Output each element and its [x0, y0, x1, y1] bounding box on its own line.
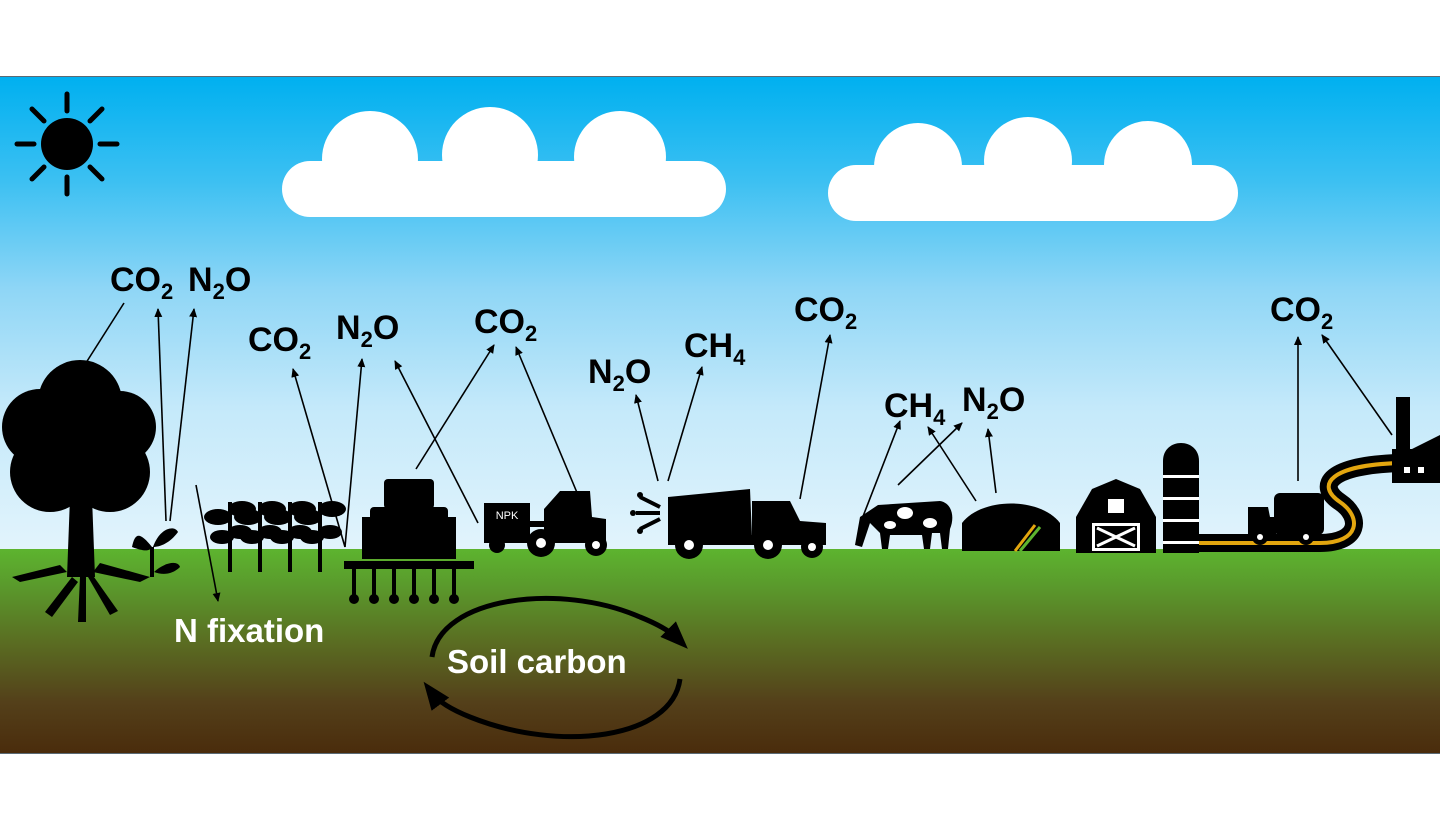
svg-text:CO2: CO2	[1270, 291, 1333, 334]
soil-carbon-cycle-arrows	[423, 595, 688, 740]
n-fixation-label: N fixation	[174, 612, 324, 649]
digester-n2o-label: N2O	[962, 381, 1025, 424]
tree-co2-label: CO2	[110, 261, 173, 304]
biogas-digester-icon	[962, 503, 1060, 552]
factory-icon	[1392, 397, 1440, 483]
manure-spreader-truck-icon	[630, 489, 826, 559]
svg-text:N2O: N2O	[336, 309, 399, 352]
seedling-icon	[132, 528, 180, 577]
svg-text:CO2: CO2	[110, 261, 173, 304]
silo-icon	[1163, 443, 1199, 553]
svg-text:CO2: CO2	[794, 291, 857, 334]
manure-ch4-label: CH4	[684, 327, 746, 370]
crop-co2-label: CO2	[248, 321, 311, 364]
emission-arrows	[76, 302, 1393, 602]
truck-co2-label: CO2	[794, 291, 857, 334]
svg-text:CO2: CO2	[248, 321, 311, 364]
diagram-artwork: NPK	[2, 91, 1440, 740]
barn-icon	[1076, 479, 1156, 553]
seed-drill-tractor-icon	[344, 479, 474, 604]
sun-icon	[14, 91, 120, 197]
svg-text:CH4: CH4	[684, 327, 746, 370]
milk-truck-icon	[1248, 493, 1324, 545]
agriculture-emissions-diagram: NPK	[0, 76, 1440, 754]
cow-icon	[855, 501, 953, 549]
npk-label: NPK	[496, 510, 519, 522]
crop-plants-icon	[204, 501, 346, 572]
crop-n2o-label: N2O	[336, 309, 399, 352]
tractor-co2-label: CO2	[474, 303, 537, 346]
svg-text:N2O: N2O	[588, 353, 651, 396]
svg-text:CH4: CH4	[884, 387, 946, 430]
factory-co2-label: CO2	[1270, 291, 1333, 334]
soil	[0, 549, 1440, 753]
svg-text:CO2: CO2	[474, 303, 537, 346]
soil-carbon-label: Soil carbon	[447, 643, 627, 680]
svg-text:N2O: N2O	[188, 261, 251, 304]
sky	[0, 77, 1440, 549]
svg-text:N2O: N2O	[962, 381, 1025, 424]
manure-n2o-label: N2O	[588, 353, 651, 396]
tree-n2o-label: N2O	[188, 261, 251, 304]
tree-icon	[2, 360, 156, 622]
fertilizer-spreader-icon: NPK	[484, 491, 607, 557]
cow-ch4-label: CH4	[884, 387, 946, 430]
cloud-icon	[282, 107, 726, 217]
cloud-icon	[828, 117, 1238, 221]
